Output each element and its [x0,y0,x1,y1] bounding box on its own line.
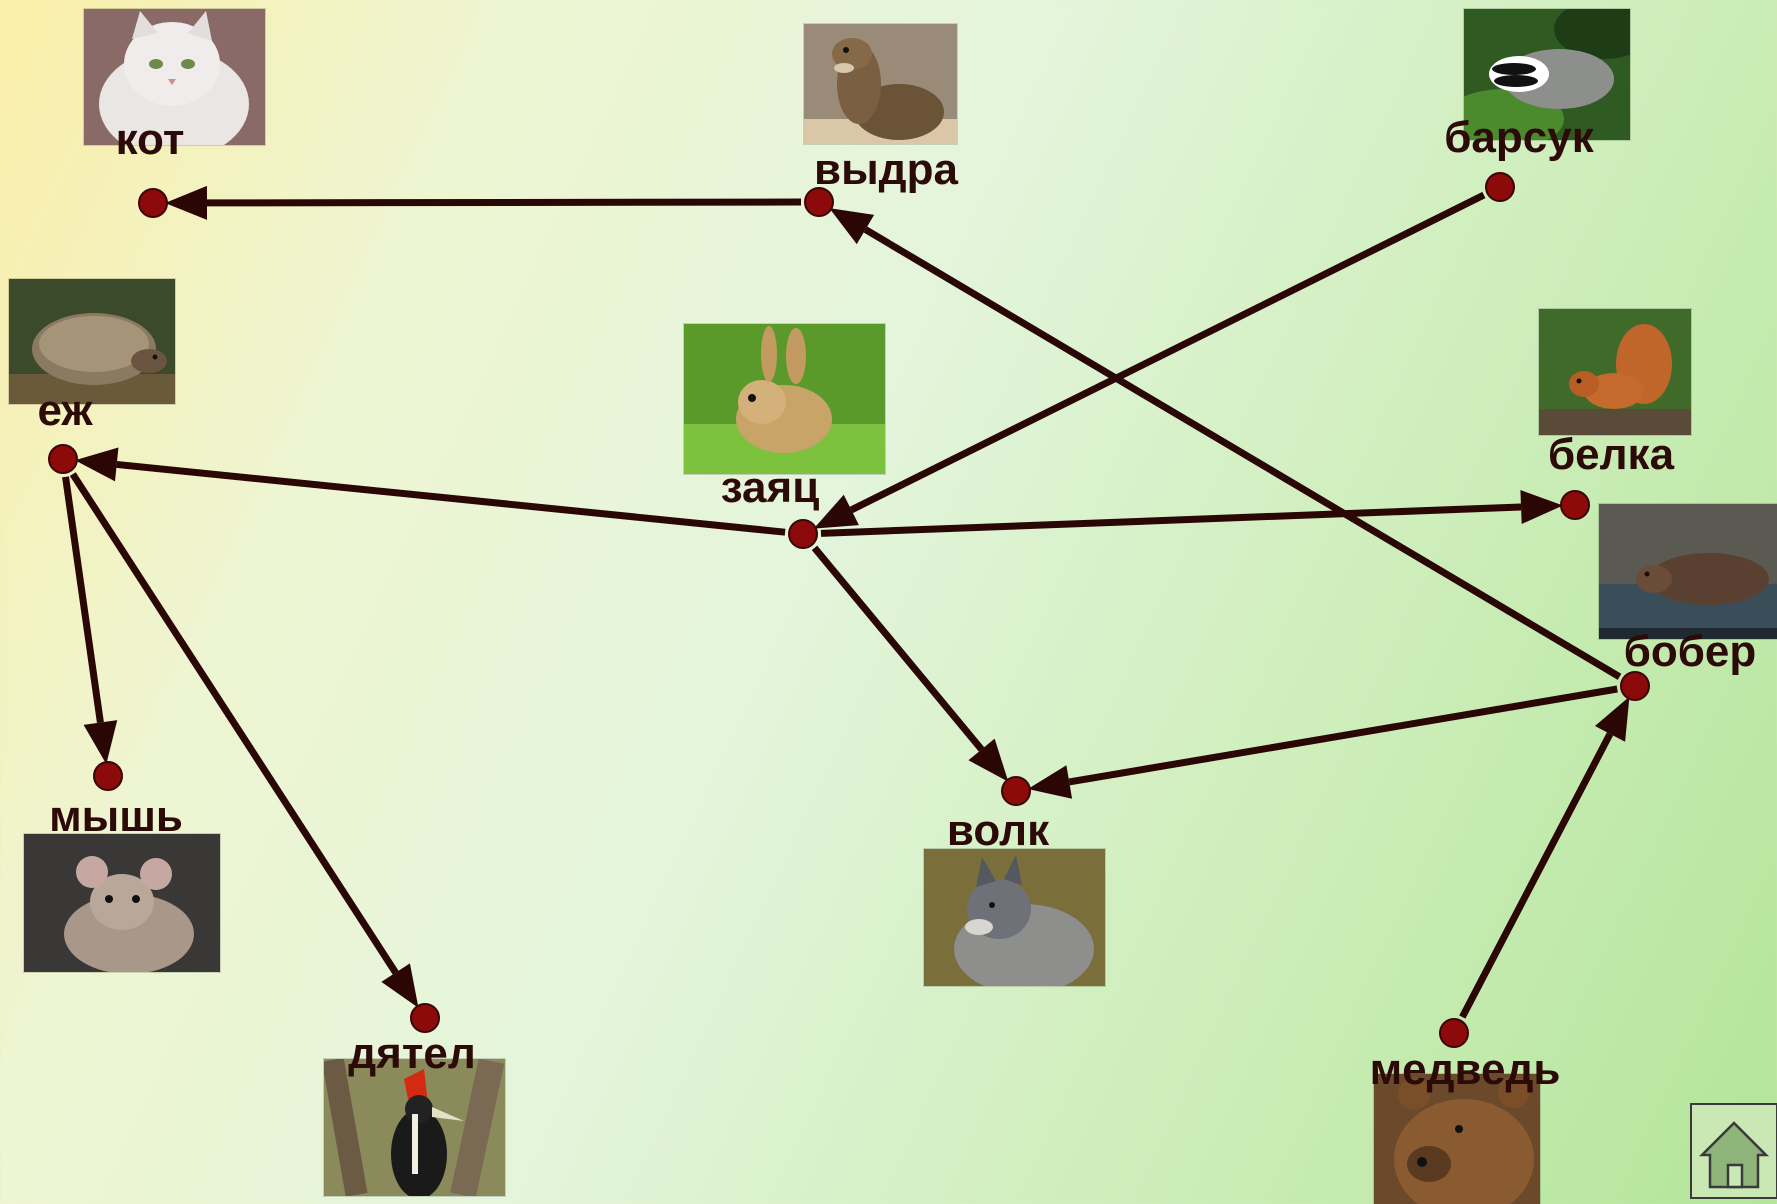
edges [62,185,1630,1019]
photo-kot [84,9,265,145]
node-volk [1001,776,1031,806]
edge-zayats-volk [811,545,985,752]
nodes [48,172,1650,1048]
photo-vydra [804,24,957,144]
node-barsuk [1485,172,1515,202]
edge-zayats-ezh [116,460,786,536]
node-belka [1560,490,1590,520]
photo-belka [1539,309,1691,435]
node-mysh [93,761,123,791]
arrowhead-vydra-kot [164,185,208,220]
photo-mysh [24,834,220,972]
photo-barsuk [1464,9,1630,140]
label-ezh: еж [37,386,93,435]
label-zayats: заяц [720,463,820,512]
photo-medved [1374,1074,1540,1204]
home-button[interactable] [1690,1103,1777,1199]
edge-zayats-belka [820,503,1522,537]
node-dyatel [410,1003,440,1033]
arrowhead-ezh-mysh [83,720,118,765]
label-kot: кот [115,115,185,164]
node-vydra [804,187,834,217]
edge-medved-bober [1459,732,1614,1019]
photo-bober [1599,504,1777,639]
node-zayats [788,519,818,549]
label-dyatel: дятел [348,1029,476,1078]
photo-dyatel [324,1059,505,1196]
photo-zayats [684,324,885,474]
label-barsuk: барсук [1444,113,1594,162]
label-mysh: мышь [49,792,183,841]
label-medved: медведь [1369,1045,1561,1094]
node-ezh [48,444,78,474]
label-belka: белка [1547,430,1675,479]
label-bober: бобер [1623,627,1757,676]
node-kot [138,188,168,218]
arrowhead-bober-volk [1027,765,1073,799]
photo-ezh [9,279,175,404]
arrowhead-zayats-ezh [74,447,119,482]
label-volk: волк [946,806,1050,855]
arrowhead-medved-bober [1594,696,1630,742]
arrowhead-ezh-dyatel [381,963,419,1008]
arrowhead-zayats-belka [1520,490,1564,525]
arrowhead-barsuk-zayats [813,494,859,529]
arrowhead-zayats-volk [968,738,1009,782]
edge-vydra-kot [206,198,802,207]
edge-bober-volk [1068,685,1618,786]
edge-barsuk-zayats [849,191,1486,514]
label-vydra: выдра [814,145,958,194]
node-medved [1439,1018,1469,1048]
photo-volk [924,849,1105,986]
node-bober [1620,671,1650,701]
edge-ezh-mysh [62,476,104,724]
arrowhead-bober-vydra [829,208,875,245]
edge-ezh-dyatel [69,472,399,975]
edge-bober-vydra [863,226,1622,680]
home-icon [1698,1121,1770,1189]
